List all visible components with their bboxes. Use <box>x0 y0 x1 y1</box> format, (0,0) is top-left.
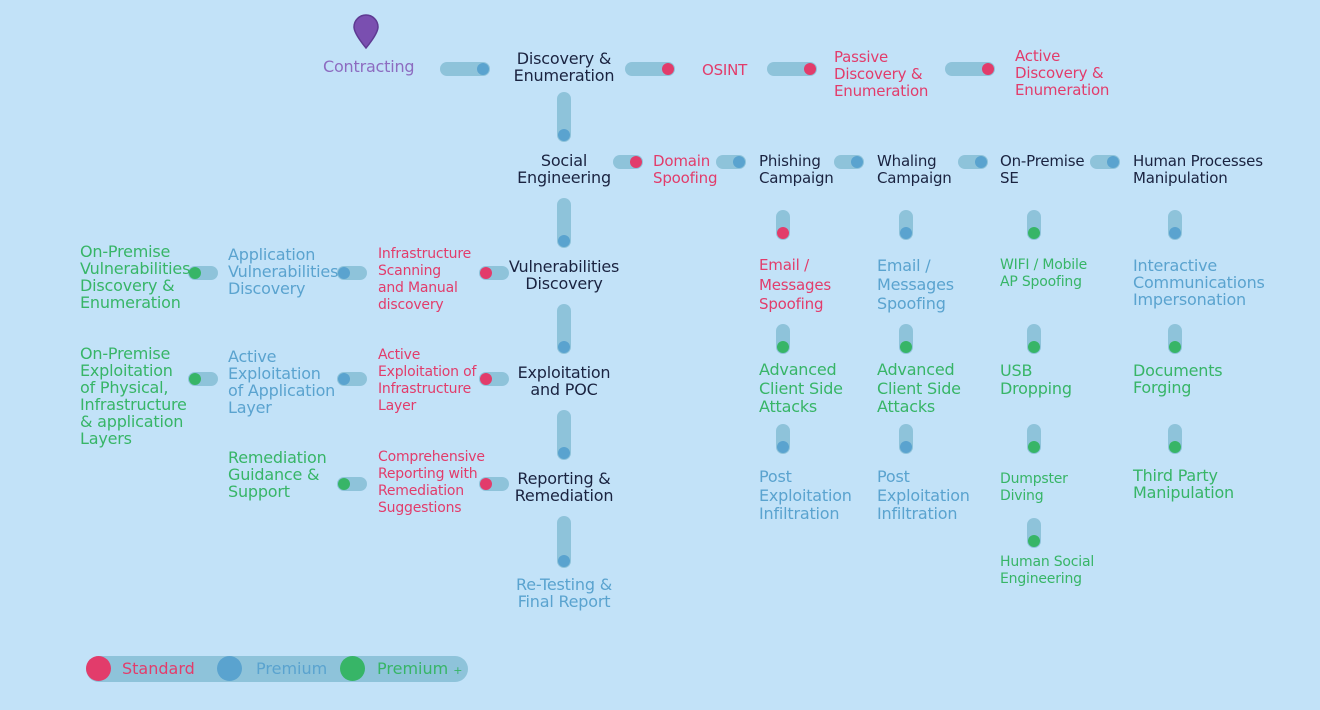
node-active-exploitation-application: Active Exploitation of Application Layer <box>228 347 336 417</box>
node-wifi-mobile-ap-spoofing: WIFI / Mobile AP Spoofing <box>1000 257 1088 290</box>
connector-onprem-se-2 <box>1027 324 1041 354</box>
connector-human-proc-1 <box>1168 210 1182 240</box>
connector-social-vuln <box>557 198 571 248</box>
node-infrastructure-scanning: Infrastructure Scanning and Manual disco… <box>378 246 471 313</box>
node-phishing-email-spoofing: Email / Messages Spoofing <box>759 256 831 313</box>
connector-phishing-2 <box>776 324 790 354</box>
node-retesting-final-report: Re-Testing & Final Report <box>516 575 612 611</box>
connector-exploit-onprem <box>188 372 218 386</box>
node-passive-discovery: Passive Discovery & Enumeration <box>834 48 929 100</box>
node-remediation-guidance: Remediation Guidance & Support <box>228 448 327 501</box>
node-whaling-email-spoofing: Email / Messages Spoofing <box>877 256 954 313</box>
node-active-discovery: Active Discovery & Enumeration <box>1015 47 1110 99</box>
legend-premium-plus-text: Premium <box>377 659 449 678</box>
legend-premium-plus-label: Premium + <box>377 660 463 680</box>
node-third-party-manipulation: Third Party Manipulation <box>1133 466 1234 502</box>
connector-active-discovery <box>945 62 995 76</box>
node-human-processes-manipulation: Human Processes Manipulation <box>1133 152 1263 187</box>
node-exploitation-poc: Exploitation and POC <box>517 363 611 399</box>
legend-standard-dot <box>86 656 111 681</box>
connector-domain-spoofing <box>613 155 643 169</box>
connector-vuln-infra <box>479 266 509 280</box>
connector-vuln-exploit <box>557 304 571 354</box>
connector-onprem-se-3 <box>1027 424 1041 454</box>
connector-passive-discovery <box>767 62 817 76</box>
node-osint: OSINT <box>702 61 748 79</box>
node-onpremise-se: On-Premise SE <box>1000 152 1085 187</box>
connector-phishing-3 <box>776 424 790 454</box>
node-onpremise-vulnerabilities: On-Premise Vulnerabilities Discovery & E… <box>80 242 191 312</box>
connector-discovery-social <box>557 92 571 142</box>
connector-whaling <box>834 155 864 169</box>
node-phishing-client-side-attacks: Advanced Client Side Attacks <box>759 360 843 416</box>
node-discovery-enumeration: Discovery & Enumeration <box>513 49 615 85</box>
node-onpremise-exploitation: On-Premise Exploitation of Physical, Inf… <box>80 344 187 448</box>
connector-reporting-remediation <box>337 477 367 491</box>
connector-reporting-comprehensive <box>479 477 509 491</box>
node-domain-spoofing: Domain Spoofing <box>653 152 718 187</box>
node-documents-forging: Documents Forging <box>1133 361 1223 397</box>
node-dumpster-diving: Dumpster Diving <box>1000 471 1068 504</box>
legend-premium-dot <box>217 656 242 681</box>
legend: Standard Premium Premium + <box>86 656 468 682</box>
start-node-contracting: Contracting <box>323 57 415 76</box>
node-human-social-engineering: Human Social Engineering <box>1000 554 1095 587</box>
connector-onpremise-se <box>958 155 988 169</box>
connector-vuln-onprem <box>188 266 218 280</box>
node-whaling-client-side-attacks: Advanced Client Side Attacks <box>877 360 961 416</box>
connector-phishing-1 <box>776 210 790 240</box>
connector-whaling-3 <box>899 424 913 454</box>
connector-phishing <box>716 155 746 169</box>
node-active-exploitation-infrastructure: Active Exploitation of Infrastructure La… <box>378 347 477 414</box>
connector-vuln-app <box>337 266 367 280</box>
node-social-engineering: Social Engineering <box>517 151 611 187</box>
connector-exploit-reporting <box>557 410 571 460</box>
connector-osint <box>625 62 675 76</box>
connector-human-proc-3 <box>1168 424 1182 454</box>
legend-premium-plus-dot <box>340 656 365 681</box>
node-application-vulnerabilities: Application Vulnerabilities Discovery <box>228 245 339 298</box>
node-usb-dropping: USB Dropping <box>1000 361 1072 398</box>
connector-human-processes <box>1090 155 1120 169</box>
legend-plus-sign: + <box>453 664 463 677</box>
node-whaling-campaign: Whaling Campaign <box>877 152 952 187</box>
node-interactive-communications: Interactive Communications Impersonation <box>1133 256 1265 309</box>
location-pin-icon <box>353 14 379 50</box>
node-reporting-remediation: Reporting & Remediation <box>514 469 614 505</box>
connector-human-proc-2 <box>1168 324 1182 354</box>
connector-whaling-2 <box>899 324 913 354</box>
connector-exploit-app <box>337 372 367 386</box>
node-whaling-post-exploitation: Post Exploitation Infiltration <box>877 467 970 523</box>
node-phishing-post-exploitation: Post Exploitation Infiltration <box>759 467 852 523</box>
connector-whaling-1 <box>899 210 913 240</box>
connector-exploit-infra <box>479 372 509 386</box>
connector-onprem-se-4 <box>1027 518 1041 548</box>
node-vulnerabilities-discovery: Vulnerabilities Discovery <box>508 257 620 293</box>
node-phishing-campaign: Phishing Campaign <box>759 152 834 187</box>
legend-standard-label: Standard <box>122 659 195 678</box>
connector-reporting-retest <box>557 516 571 568</box>
node-comprehensive-reporting: Comprehensive Reporting with Remediation… <box>378 449 485 516</box>
connector-contracting-discovery <box>440 62 490 76</box>
legend-premium-label: Premium <box>256 659 328 678</box>
connector-onprem-se-1 <box>1027 210 1041 240</box>
